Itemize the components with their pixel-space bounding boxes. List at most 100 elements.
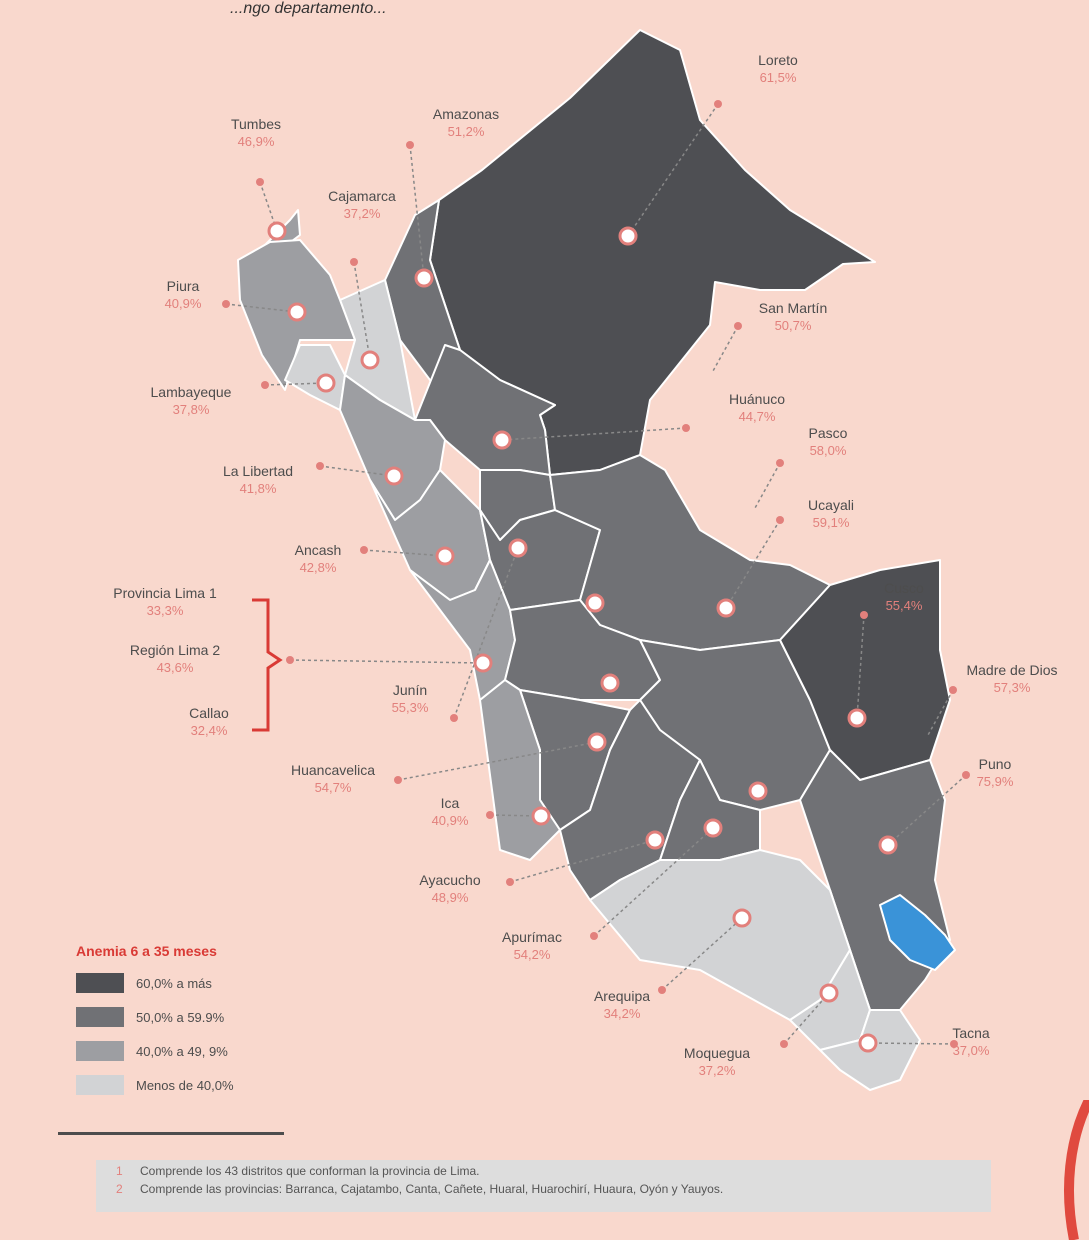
region-value: 37,2% [698, 1062, 736, 1078]
legend-title: Anemia 6 a 35 meses [76, 943, 217, 959]
leader-dot [360, 546, 368, 554]
region-marker [473, 653, 493, 673]
region-value: 55,3% [391, 699, 429, 715]
leader-line [501, 427, 687, 441]
leader-dot [506, 878, 514, 886]
leader-dot [261, 381, 269, 389]
region-name: Callao [189, 705, 229, 721]
region-value: 44,7% [738, 408, 776, 424]
region-value: 42,8% [299, 559, 337, 575]
region-marker [492, 430, 512, 450]
leader-dot [394, 776, 402, 784]
region-name: Junín [392, 682, 428, 698]
region-marker [435, 546, 455, 566]
lima-bracket [252, 598, 283, 732]
leader-dot [316, 462, 324, 470]
region-value: 40,9% [164, 295, 202, 311]
region-madre-de-dios [779, 559, 951, 781]
region-name: Madre de Dios [966, 662, 1058, 678]
region-name: Ancash [294, 542, 342, 558]
region-marker [878, 835, 898, 855]
region-value: 57,3% [993, 679, 1031, 695]
leader-dot [450, 714, 458, 722]
region-value: 54,2% [513, 946, 551, 962]
region-name: Amazonas [432, 106, 500, 122]
region-value: 48,9% [431, 889, 469, 905]
legend-item: 60,0% a más [76, 973, 284, 993]
region-marker [360, 350, 380, 370]
legend-swatch [76, 1007, 124, 1027]
leader-dot [682, 424, 690, 432]
region-value: 59,1% [812, 514, 850, 530]
lake-titicaca [879, 894, 956, 971]
legend: Anemia 6 a 35 meses 60,0% a más 50,0% a … [58, 935, 284, 1135]
region-marker [414, 268, 434, 288]
region-value: 58,0% [809, 442, 847, 458]
region-name: Tumbes [230, 116, 282, 132]
leader-dot [486, 811, 494, 819]
region-marker [531, 806, 551, 826]
region-marker [618, 226, 638, 246]
region-name: Huancavelica [290, 762, 376, 778]
region-name: Loreto [758, 52, 798, 68]
leader-dot [734, 322, 742, 330]
region-name: Ica [440, 795, 460, 811]
leader-line [712, 325, 739, 372]
region-marker [645, 830, 665, 850]
region-value: 75,9% [976, 773, 1014, 789]
leader-dot [222, 300, 230, 308]
region-marker [384, 466, 404, 486]
region-arequipa [589, 849, 851, 1021]
region-name: Cusco [884, 580, 924, 596]
leader-dot [962, 771, 970, 779]
region-name: Cajamarca [328, 188, 396, 204]
leader-dot [286, 656, 294, 664]
leader-dot [950, 1040, 958, 1048]
legend-item: 40,0% a 49, 9% [76, 1041, 284, 1061]
region-name: Apurímac [502, 929, 562, 945]
region-value: 43,6% [156, 659, 194, 675]
region-name: San Martín [758, 300, 828, 316]
region-value: 37,0% [952, 1042, 990, 1058]
leader-line [754, 462, 781, 509]
leader-line [725, 519, 781, 609]
region-name: Huánuco [728, 391, 786, 407]
region-value: 33,3% [146, 602, 184, 618]
region-value: 41,8% [239, 480, 277, 496]
legend-swatch [76, 973, 124, 993]
region-value: 55,4% [885, 597, 923, 613]
region-marker [267, 221, 287, 241]
leader-dot [590, 932, 598, 940]
leader-line [783, 992, 830, 1045]
region-marker [600, 673, 620, 693]
leader-line [509, 839, 656, 883]
leader-line [319, 465, 395, 477]
region-value: 51,2% [447, 123, 485, 139]
region-marker [748, 781, 768, 801]
leader-line [264, 382, 327, 386]
leader-line [363, 549, 446, 557]
region-marker [587, 732, 607, 752]
region-value: 61,5% [759, 69, 797, 85]
leader-dot [776, 516, 784, 524]
region-value: 37,8% [172, 401, 210, 417]
leader-line [289, 659, 484, 664]
region-name: Lambayeque [150, 384, 232, 400]
